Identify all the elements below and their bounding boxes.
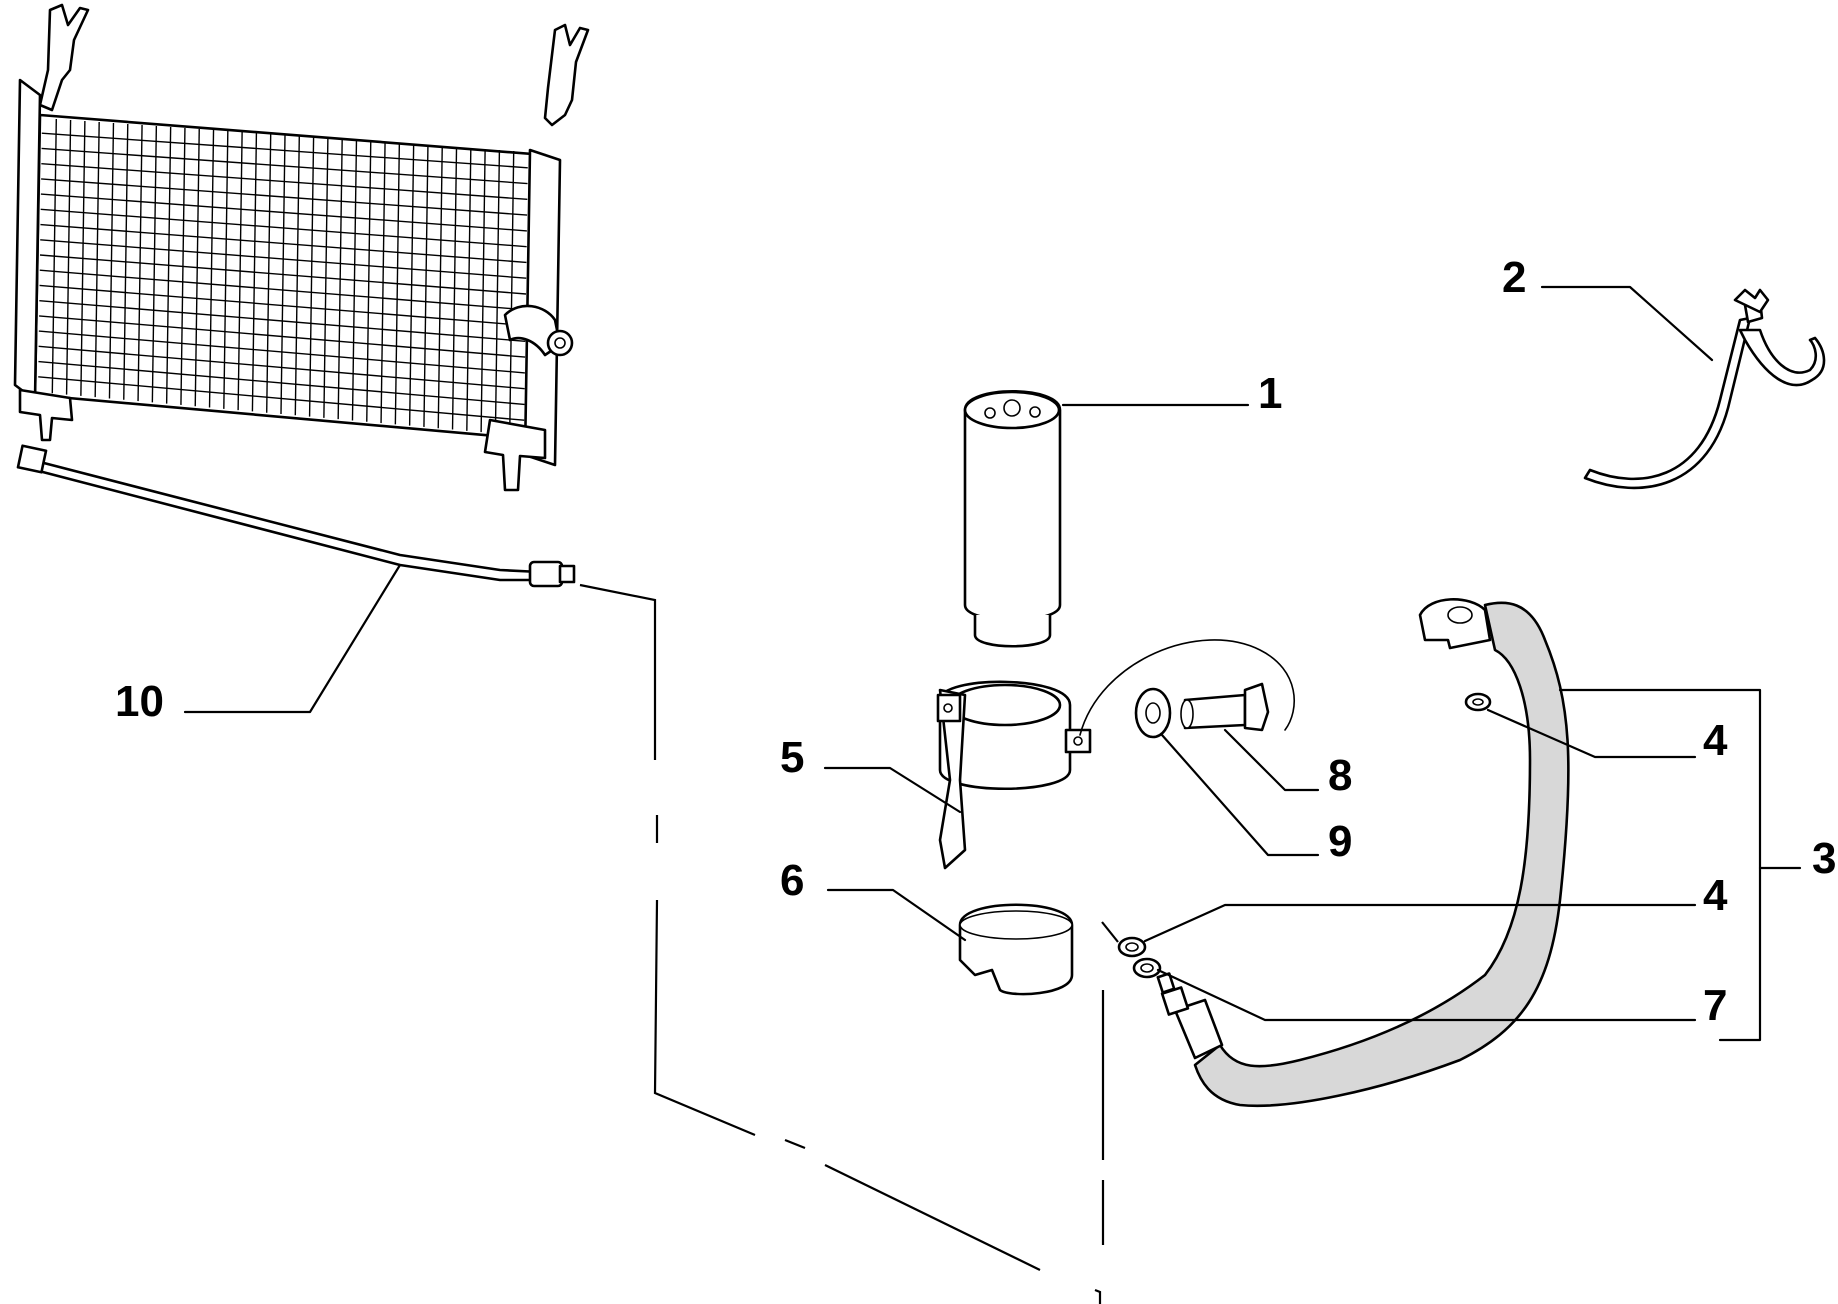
- core-tube-line: [41, 162, 528, 201]
- core-tube-line: [40, 239, 527, 279]
- core-tube-line: [41, 132, 528, 169]
- callout-7: 7: [1703, 981, 1727, 1030]
- core-tube-line: [38, 376, 525, 421]
- core-tube-line: [39, 254, 527, 295]
- core-tube-line: [40, 193, 527, 232]
- core-tube-line: [38, 330, 525, 374]
- callout-2: 2: [1502, 253, 1526, 302]
- condenser-radiator: [13, 3, 590, 492]
- washer-9: [1134, 687, 1172, 739]
- bolt-8: [1180, 682, 1270, 732]
- retaining-band-6: [958, 903, 1074, 996]
- core-tube-line: [40, 208, 527, 248]
- callout-4-upper: 4: [1703, 716, 1728, 765]
- bracket-clamp-5: [936, 680, 1092, 870]
- callout-9: 9: [1328, 817, 1352, 866]
- core-tube-line: [39, 269, 526, 311]
- core-tube-line: [41, 147, 528, 185]
- callout-6: 6: [780, 856, 804, 905]
- core-tube-line: [41, 178, 528, 216]
- o-ring-4-top: [1464, 692, 1492, 712]
- core-tube-line: [39, 299, 526, 343]
- callout-10: 10: [115, 677, 164, 726]
- core-tube-line: [38, 345, 525, 390]
- condenser-core-grid: [38, 118, 528, 435]
- core-tube-line: [39, 315, 526, 358]
- pipe-10: [16, 444, 576, 588]
- cable-tie-2: [1583, 288, 1826, 490]
- assembly-guide-lines: [579, 583, 1119, 1304]
- o-ring-7: [1132, 957, 1162, 979]
- callout-3: 3: [1812, 834, 1836, 883]
- o-ring-4-lower: [1117, 936, 1147, 958]
- callout-4-lower: 4: [1703, 871, 1728, 920]
- receiver-drier-1: [963, 390, 1062, 648]
- hose-assembly-3: [1156, 598, 1570, 1108]
- callout-8: 8: [1328, 751, 1352, 800]
- callout-labels: 1 2 3 4 4 5 6 7 8 9 10: [115, 253, 1836, 1030]
- callout-1: 1: [1258, 369, 1282, 418]
- core-tube-line: [40, 223, 527, 264]
- callout-5: 5: [780, 733, 804, 782]
- core-tube-line: [39, 284, 526, 327]
- leader-lines: [183, 285, 1802, 1042]
- core-tube-line: [38, 360, 525, 406]
